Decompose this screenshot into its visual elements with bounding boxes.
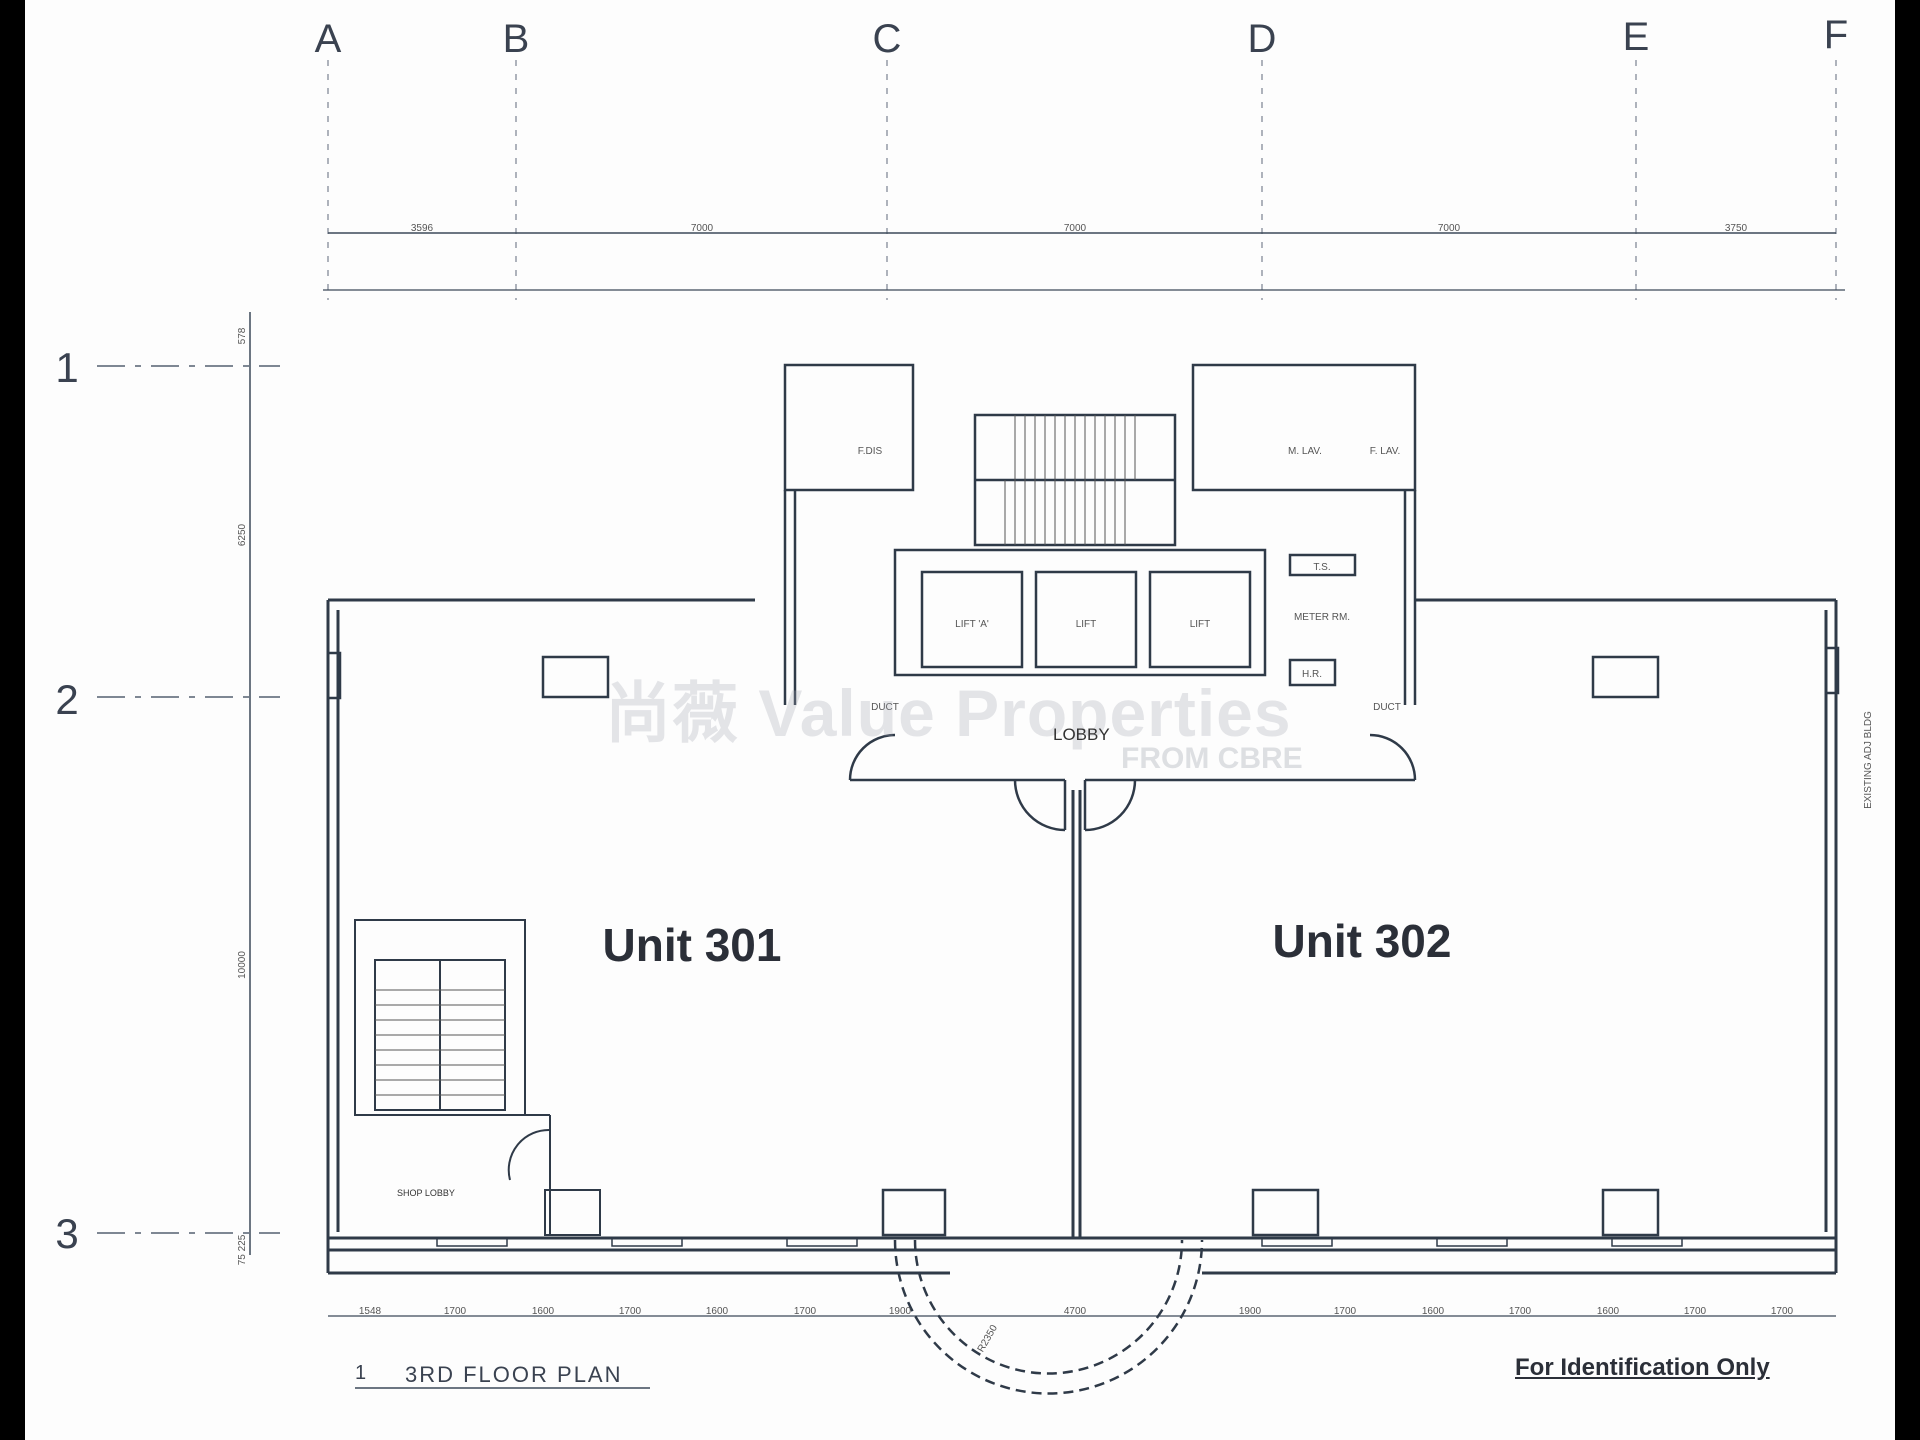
room-label-f-dis: F.DIS bbox=[858, 446, 883, 457]
core-stair-treads bbox=[1004, 415, 1136, 545]
entrance-doors bbox=[848, 733, 1417, 1395]
bottom-dimensions: 1548 1700 1600 1700 1600 1700 1900 4700 … bbox=[359, 1306, 1794, 1354]
shop-lobby-stair bbox=[354, 919, 601, 1236]
grid-label-col: B bbox=[503, 17, 530, 61]
dim-label: 7000 bbox=[691, 223, 714, 234]
grid-label-col: C bbox=[873, 17, 902, 61]
room-label-duct: DUCT bbox=[871, 702, 899, 713]
dim-label: 1600 bbox=[706, 1306, 729, 1317]
room-label-hr: H.R. bbox=[1302, 669, 1322, 680]
floor-plan-sheet: A B C D E F 1 2 3 3596 7000 7000 7000 37… bbox=[25, 0, 1895, 1440]
watermark-sub: FROM CBRE bbox=[1121, 742, 1303, 775]
service-core bbox=[783, 363, 1417, 830]
dim-label: 7000 bbox=[1064, 223, 1087, 234]
room-label-ts: T.S. bbox=[1313, 562, 1330, 573]
dim-label: 1900 bbox=[1239, 1306, 1262, 1317]
dim-label: 1548 bbox=[359, 1306, 382, 1317]
room-label-shop-lobby: SHOP LOBBY bbox=[397, 1188, 455, 1198]
dim-label: 1700 bbox=[1684, 1306, 1707, 1317]
floor-plan-drawing: A B C D E F 1 2 3 3596 7000 7000 7000 37… bbox=[55, 13, 1874, 1395]
room-labels: F.DIS M. LAV. F. LAV. LIFT 'A' LIFT LIFT… bbox=[858, 446, 1874, 809]
room-label-meter: METER RM. bbox=[1294, 612, 1350, 623]
dim-label: 1600 bbox=[1422, 1306, 1445, 1317]
dim-label: 1600 bbox=[1597, 1306, 1620, 1317]
room-label-lobby: LOBBY bbox=[1053, 725, 1110, 744]
grid-label-col: E bbox=[1623, 15, 1650, 59]
dim-label: 1700 bbox=[1334, 1306, 1357, 1317]
room-label-f-lav: F. LAV. bbox=[1370, 446, 1401, 457]
dim-label: 75 225 bbox=[237, 1234, 248, 1265]
watermark-main: 尚薇 Value Properties bbox=[605, 676, 1292, 750]
unit-301-label: Unit 301 bbox=[602, 919, 782, 971]
dim-label: 1700 bbox=[619, 1306, 642, 1317]
dim-label: 6250 bbox=[237, 523, 248, 546]
grid-label-col: F bbox=[1824, 13, 1848, 57]
column-grid-lines bbox=[327, 60, 1837, 300]
unit-302-label: Unit 302 bbox=[1272, 915, 1452, 967]
dim-label: 1700 bbox=[1771, 1306, 1794, 1317]
dim-label: 1700 bbox=[444, 1306, 467, 1317]
dim-label: 7000 bbox=[1438, 223, 1461, 234]
room-label-lift: LIFT bbox=[1190, 619, 1211, 630]
top-dimensions: 3596 7000 7000 7000 3750 bbox=[411, 223, 1748, 234]
room-label-m-lav: M. LAV. bbox=[1288, 446, 1322, 457]
room-label-duct: DUCT bbox=[1373, 702, 1401, 713]
dim-label: 1600 bbox=[532, 1306, 555, 1317]
dim-label: 1700 bbox=[794, 1306, 817, 1317]
dim-label: 3750 bbox=[1725, 223, 1748, 234]
dim-label: 1900 bbox=[889, 1306, 912, 1317]
column-grid-labels: A B C D E F bbox=[315, 13, 1849, 61]
identification-note: For Identification Only bbox=[1515, 1354, 1770, 1381]
dim-label: 10000 bbox=[237, 951, 248, 979]
left-dimensions: 578 6250 10000 75 225 bbox=[237, 327, 248, 1265]
dim-label: 4700 bbox=[1064, 1306, 1087, 1317]
grid-label-col: A bbox=[315, 17, 342, 61]
room-label-lift: LIFT bbox=[1076, 619, 1097, 630]
dim-label: 3596 bbox=[411, 223, 434, 234]
row-grid-lines bbox=[97, 365, 280, 1234]
side-note-existing-bldg: EXISTING ADJ BLDG bbox=[1863, 711, 1874, 809]
radius-label: R2350 bbox=[976, 1323, 1000, 1354]
facade-windows bbox=[436, 1237, 1683, 1247]
grid-label-col: D bbox=[1248, 17, 1277, 61]
room-label-lift-a: LIFT 'A' bbox=[955, 619, 989, 630]
floor-outline bbox=[326, 598, 1838, 1275]
row-grid-labels: 1 2 3 bbox=[55, 344, 78, 1257]
grid-label-row: 1 bbox=[55, 344, 78, 391]
structural-columns bbox=[326, 646, 1840, 1237]
plan-number: 1 bbox=[355, 1362, 367, 1384]
grid-label-row: 2 bbox=[55, 676, 78, 723]
dim-label: 578 bbox=[237, 327, 248, 344]
dim-label: 1700 bbox=[1509, 1306, 1532, 1317]
shop-stair-treads bbox=[375, 989, 505, 1096]
plan-title: 3RD FLOOR PLAN bbox=[405, 1362, 623, 1387]
grid-label-row: 3 bbox=[55, 1210, 78, 1257]
